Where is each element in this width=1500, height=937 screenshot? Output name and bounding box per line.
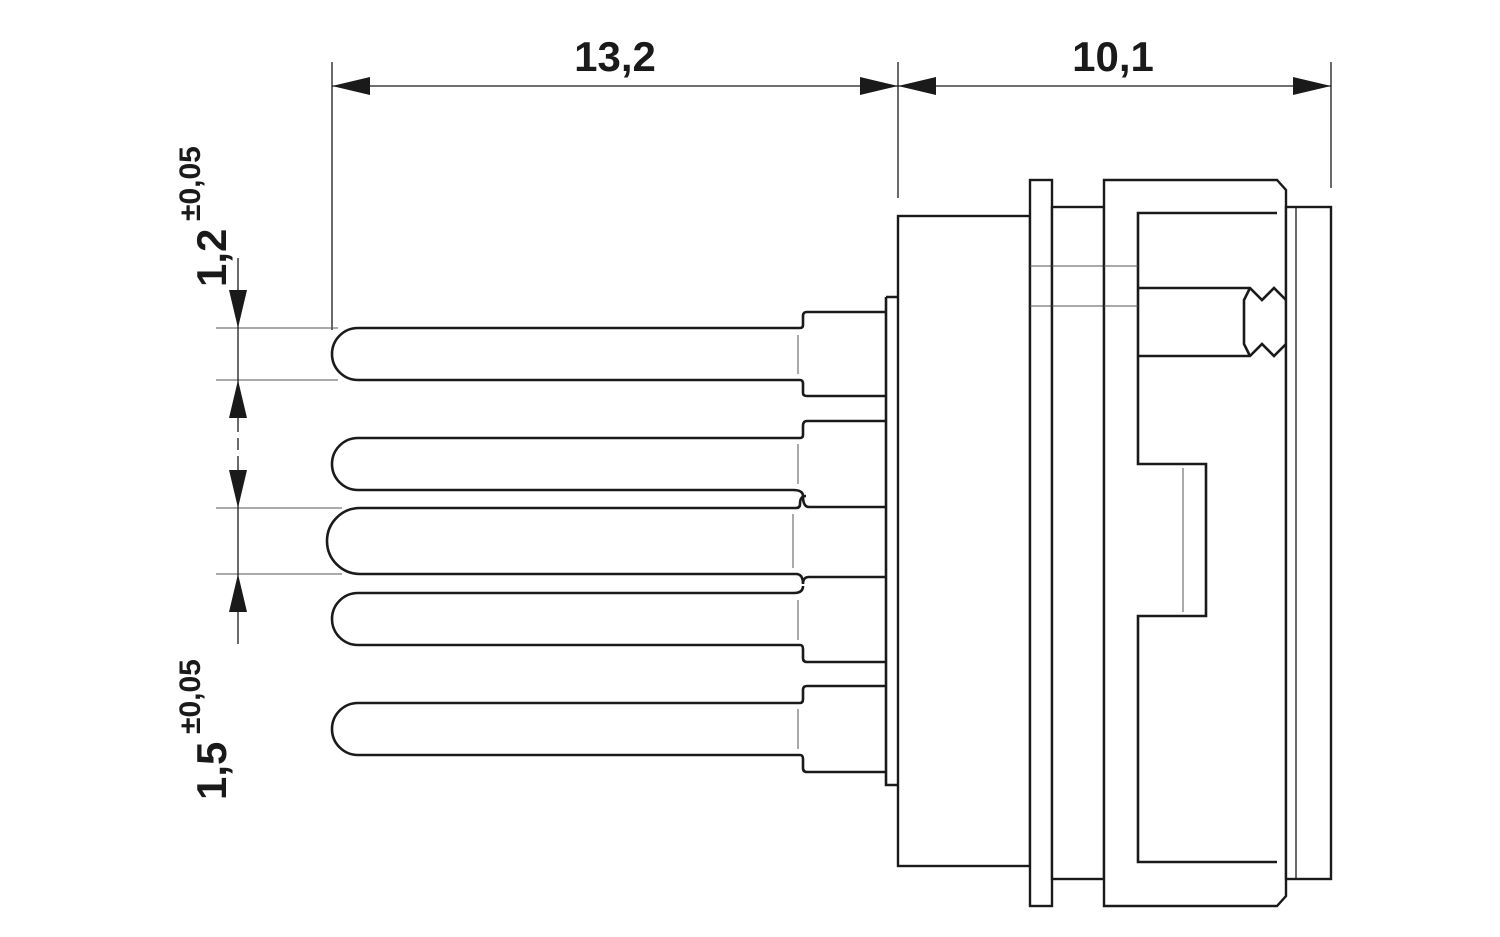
- contact-pin: [330, 419, 886, 509]
- inner-profile: [1136, 211, 1277, 864]
- dimension-pin-diameter-label: 1,2 ±0,05: [174, 146, 235, 287]
- dimension-pin-length: 13,2: [574, 33, 656, 80]
- top-dimensions: 13,2 10,1: [331, 33, 1332, 330]
- contact-pin: [330, 585, 886, 664]
- arrowhead-down: [229, 470, 247, 508]
- pin-carrier-plate: [884, 295, 898, 787]
- dimension-pin-pitch-tolerance: ±0,05: [174, 659, 207, 734]
- dimension-pin-diameter-tolerance: ±0,05: [174, 146, 207, 221]
- dimension-pin-pitch-label: 1,5 ±0,05: [174, 659, 235, 800]
- connector-body: [884, 178, 1333, 908]
- contact-pin: [330, 310, 886, 398]
- contact-pins: [325, 310, 886, 774]
- dimension-pin-pitch: 1,5: [188, 742, 235, 800]
- dimension-pin-diameter: 1,2: [188, 229, 235, 287]
- coupling-nut: [1102, 178, 1288, 908]
- contact-pin: [325, 494, 886, 585]
- housing-block: [896, 214, 1032, 868]
- contact-pin: [330, 684, 886, 774]
- mounting-flange: [1028, 178, 1054, 908]
- arrowhead-right: [1293, 77, 1331, 95]
- arrowhead-left: [898, 77, 936, 95]
- housing-middle: [1050, 205, 1106, 881]
- end-cap: [1284, 205, 1333, 881]
- arrowhead-down: [229, 290, 247, 328]
- arrowhead-left: [332, 77, 370, 95]
- arrowhead-up: [229, 574, 247, 612]
- arrowhead-up: [229, 380, 247, 418]
- arrowhead-right: [860, 77, 898, 95]
- locking-feature: [1138, 286, 1287, 358]
- dimension-body-length: 10,1: [1072, 33, 1154, 80]
- left-dimensions: 1,2 ±0,05 1,5 ±0,05: [174, 146, 342, 800]
